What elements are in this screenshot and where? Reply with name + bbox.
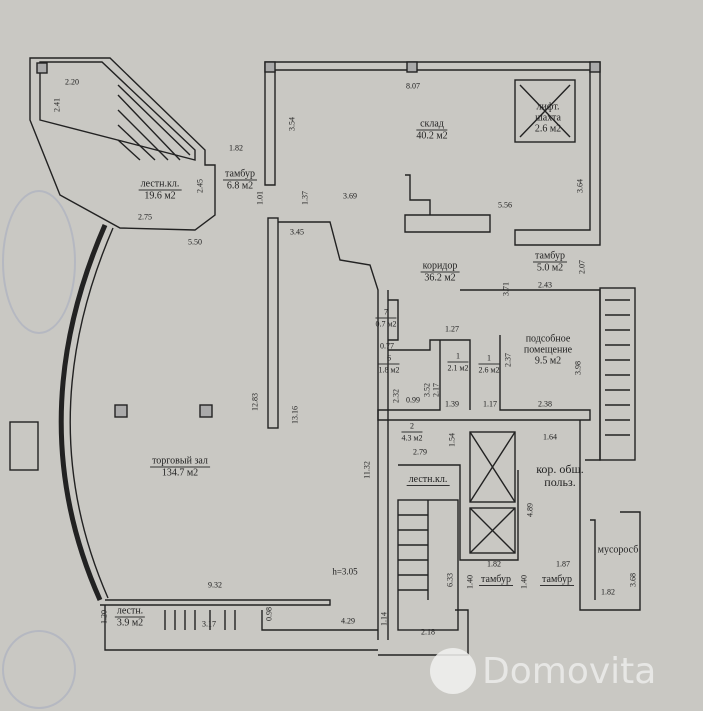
room-common-corridor: кор. общ. польз. xyxy=(536,462,584,489)
dimension: 3.64 xyxy=(575,179,585,193)
dimension: 2.32 xyxy=(391,389,401,403)
dimension: 1.40 xyxy=(465,575,475,589)
ceiling-height: h=3.05 xyxy=(332,566,358,577)
dimension: 4.89 xyxy=(525,503,535,517)
dimension: 1.27 xyxy=(445,324,459,334)
dimension: 1.37 xyxy=(300,191,310,205)
dimension: 3.52 xyxy=(422,383,432,397)
dimension: 1.82 xyxy=(229,143,243,153)
dimension: 2.45 xyxy=(195,179,205,193)
dimension: 3.45 xyxy=(290,227,304,237)
dimension: 1.64 xyxy=(543,432,557,442)
dimension: 3.98 xyxy=(573,361,583,375)
dimension: 2.18 xyxy=(421,627,435,637)
dimension: 11.32 xyxy=(362,461,372,479)
dimension: 2.37 xyxy=(503,353,513,367)
dimension: 1.82 xyxy=(601,587,615,597)
dimension: 2.43 xyxy=(538,280,552,290)
dimension: 2.41 xyxy=(52,98,62,112)
dimension: 1.17 xyxy=(483,399,497,409)
room-vestibule-4: тамбур xyxy=(540,574,574,586)
dimension: 1.82 xyxy=(487,559,501,569)
dimension: 9.32 xyxy=(208,580,222,590)
dimension: 5.50 xyxy=(188,237,202,247)
company-stamp xyxy=(2,190,76,334)
dimension: 2.38 xyxy=(538,399,552,409)
dimension: 0.77 xyxy=(380,341,394,351)
domovita-watermark: Domovita xyxy=(430,648,656,694)
company-stamp-2 xyxy=(2,630,76,709)
dimension: 1.01 xyxy=(255,191,265,205)
dimension: 3.71 xyxy=(501,282,511,296)
dimension: 2.17 xyxy=(431,383,441,397)
dimension: 0.99 xyxy=(406,395,420,405)
dimension: 2.07 xyxy=(577,260,587,274)
dimension: 3.68 xyxy=(628,573,638,587)
watermark-logo-icon xyxy=(430,648,476,694)
dimension: 13.16 xyxy=(290,406,300,424)
room-stairwell-2: лестн.кл. xyxy=(406,474,450,486)
room-vestibule-3: тамбур xyxy=(479,574,513,586)
room-stairs-small: лестн.3.9 м2 xyxy=(114,605,146,629)
dimension: 5.56 xyxy=(498,200,512,210)
dimension: 0.98 xyxy=(264,607,274,621)
dimension: 1.39 xyxy=(445,399,459,409)
dimension: 1.14 xyxy=(379,612,389,626)
dimension: 2.75 xyxy=(138,212,152,222)
dimension: 3.69 xyxy=(343,191,357,201)
dimension: 2.20 xyxy=(65,77,79,87)
dimension: 1.40 xyxy=(519,575,529,589)
watermark-text: Domovita xyxy=(482,650,657,692)
dimension: 1.20 xyxy=(99,610,109,624)
dimension: 3.54 xyxy=(287,117,297,131)
room-garbage: мусоросб xyxy=(597,544,639,556)
dimension: 6.33 xyxy=(445,573,455,587)
dimension: 2.79 xyxy=(413,447,427,457)
dimension: 1.54 xyxy=(447,433,457,447)
dimension: 4.29 xyxy=(341,616,355,626)
dimension: 12.83 xyxy=(250,393,260,411)
room-stair-hall: лестн.кл.19.6 м2 xyxy=(138,178,182,202)
dimension: 1.87 xyxy=(556,559,570,569)
dimension: 3.17 xyxy=(202,619,216,629)
dimension: 8.07 xyxy=(406,81,420,91)
